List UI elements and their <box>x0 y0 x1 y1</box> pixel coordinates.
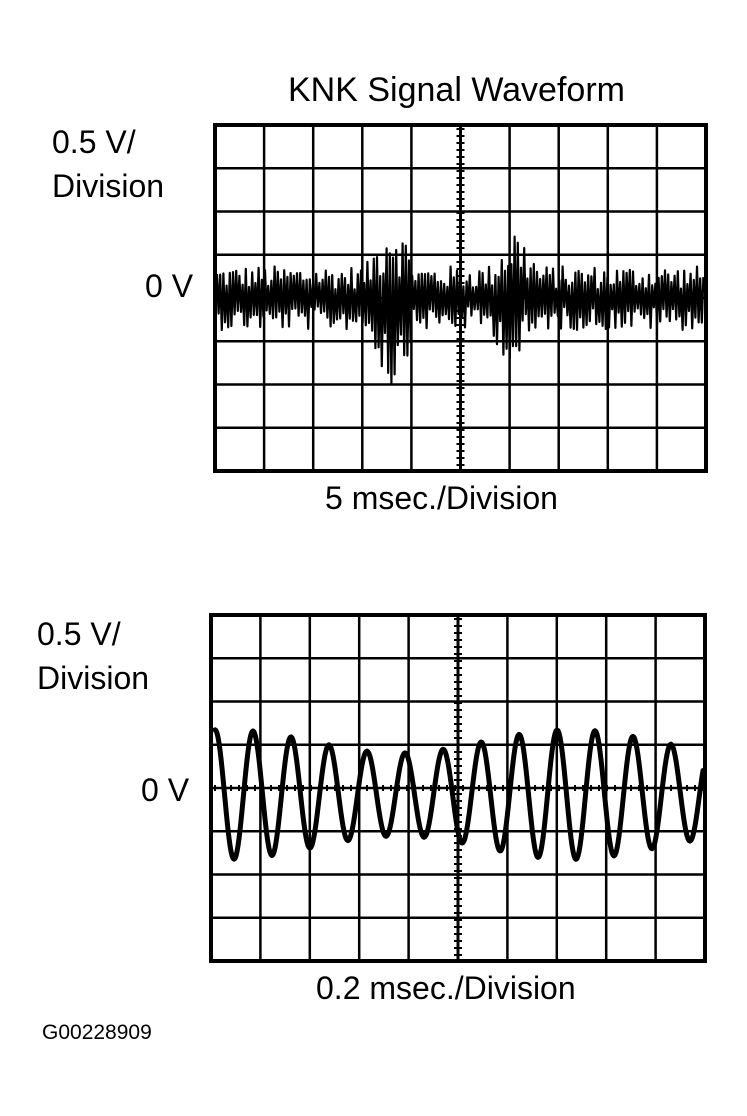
oscilloscope-screen-2 <box>209 613 707 963</box>
figure-title: KNK Signal Waveform <box>288 71 625 109</box>
volts-per-division-label-2: 0.5 V/ Division <box>37 612 149 700</box>
volts-per-division-value-1: 0.5 V/ <box>52 124 136 160</box>
oscillating-waveform <box>212 727 706 862</box>
zero-volt-label-1: 0 V <box>145 268 194 304</box>
volts-per-division-label-1: 0.5 V/ Division <box>52 120 164 208</box>
time-per-division-label-2: 0.2 msec./Division <box>316 970 576 1006</box>
knock-noise-waveform <box>215 235 705 385</box>
volts-per-division-value-2: 0.5 V/ <box>37 616 121 652</box>
oscilloscope-screen-1 <box>213 123 708 473</box>
volts-per-division-unit-1: Division <box>52 168 165 204</box>
time-per-division-label-1: 5 msec./Division <box>325 480 558 516</box>
screen-border <box>209 613 707 963</box>
screen-border <box>213 123 708 473</box>
zero-volt-label-2: 0 V <box>141 772 190 808</box>
figure-id: G00228909 <box>42 1021 152 1044</box>
center-axis-ticks <box>214 618 704 956</box>
volts-per-division-unit-2: Division <box>37 660 150 696</box>
